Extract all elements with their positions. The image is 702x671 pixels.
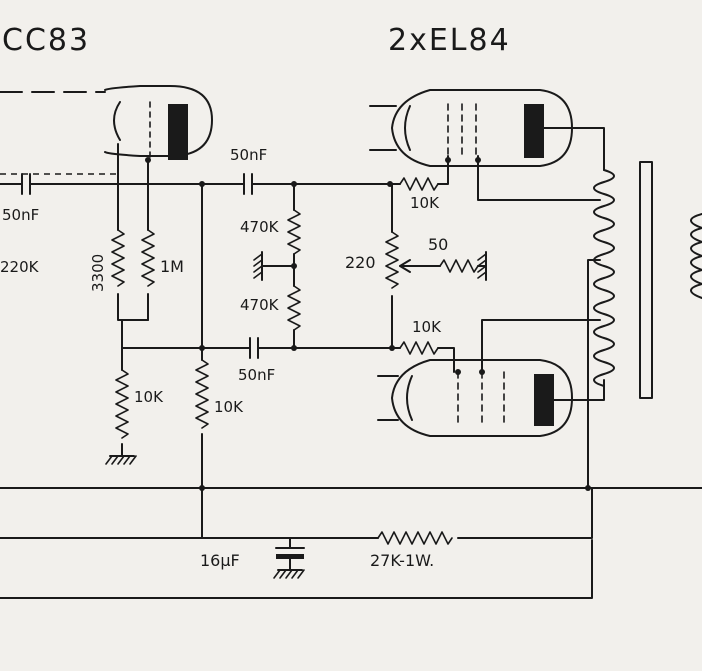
tube-el84-bottom [377, 319, 605, 437]
ground-divider [253, 251, 297, 281]
tube-left-title: CC83 [2, 23, 90, 58]
power-rails [0, 485, 702, 599]
resistor-470k-top [287, 181, 301, 287]
tube-right-title: 2xEL84 [388, 23, 511, 58]
label-r-10k-left: 10K [134, 388, 164, 406]
capacitor-bottom [249, 337, 391, 359]
label-c-top: 50nF [230, 146, 267, 164]
label-r-10k-mid: 10K [214, 398, 244, 416]
resistor-220 [385, 183, 399, 351]
label-c-bottom: 50nF [238, 366, 275, 384]
capacitor-input [0, 173, 201, 195]
label-r-220: 220 [345, 253, 376, 272]
label-r-3300: 3300 [89, 254, 107, 292]
label-r-10k-grid-bottom: 10K [412, 318, 442, 336]
label-r-470k-bottom: 470K [240, 296, 280, 314]
tube-el84-top [369, 89, 605, 201]
label-c-16uf: 16µF [200, 551, 240, 570]
resistor-10k-left [105, 347, 137, 465]
capacitor-top [199, 173, 391, 195]
label-r-50: 50 [428, 235, 448, 254]
resistor-10k-grid-bottom [391, 341, 455, 373]
resistor-50-pot [399, 251, 487, 281]
label-c-input: 50nF [2, 206, 39, 224]
label-r-1m: 1M [160, 257, 184, 276]
resistor-470k-bottom [287, 285, 301, 351]
label-r-input: 220K [0, 258, 40, 276]
resistor-10k-mid [195, 181, 209, 489]
resistor-3300 [111, 183, 149, 321]
label-r-470k-top: 470K [240, 218, 280, 236]
resistor-10k-grid-top [387, 169, 449, 191]
tube-cc83-symbol [0, 85, 213, 185]
resistor-1m [141, 179, 155, 321]
output-transformer [585, 159, 702, 491]
capacitor-16uf [273, 547, 305, 579]
label-r-27k: 27K-1W. [370, 551, 434, 570]
label-r-10k-grid-top: 10K [410, 194, 440, 212]
